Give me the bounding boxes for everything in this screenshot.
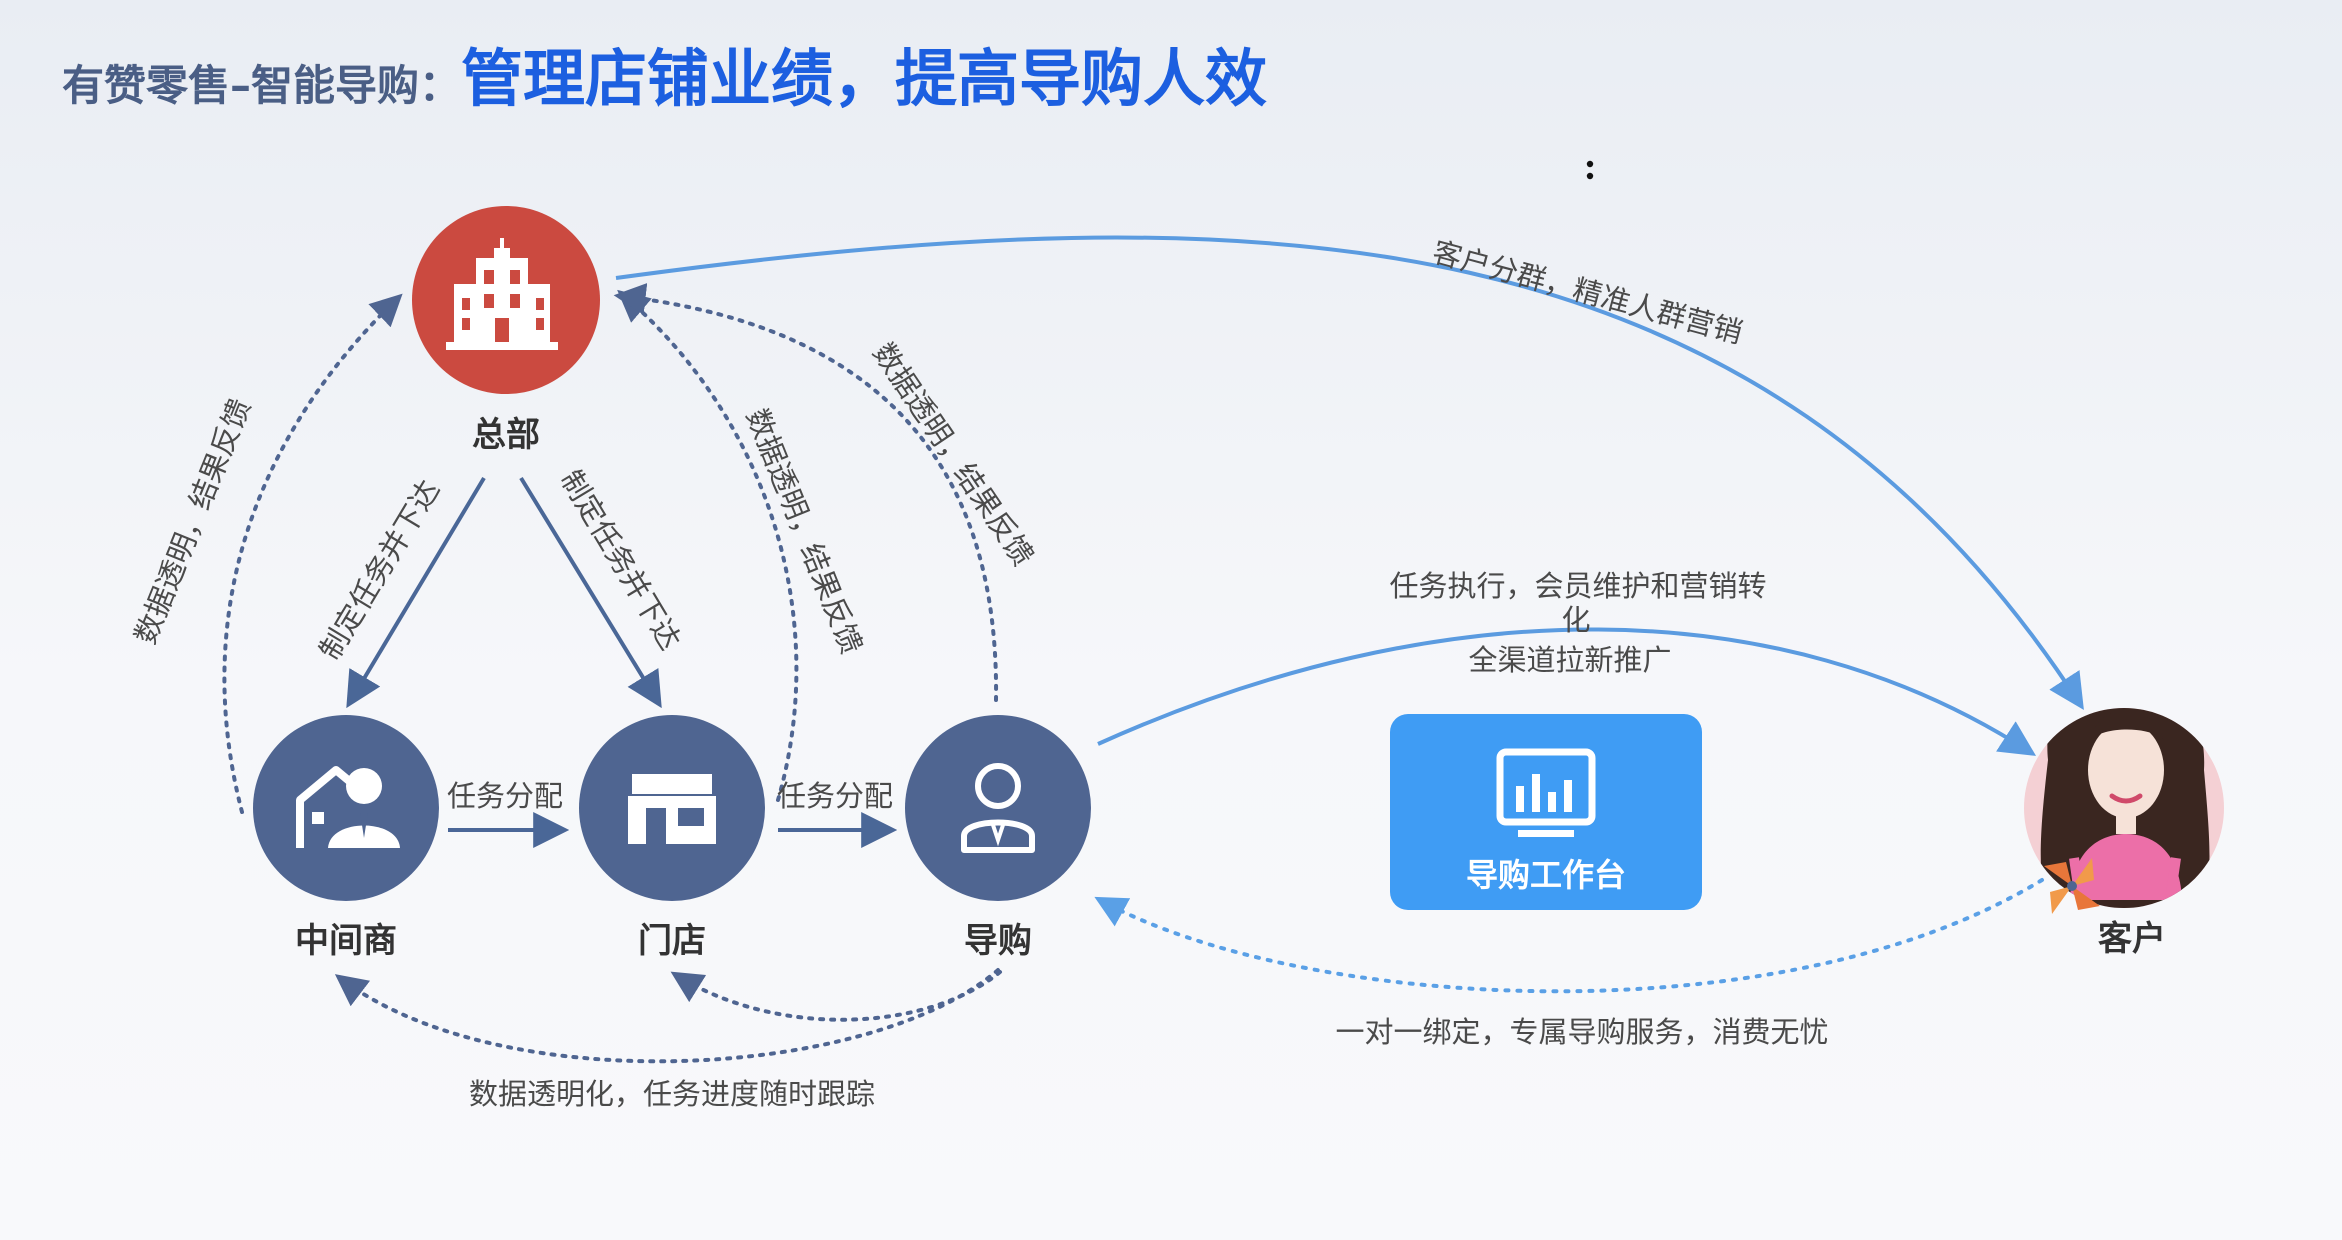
page-title: 有赞零售–智能导购：管理店铺业绩，提高导购人效 [62, 48, 1267, 110]
node-guide: 导购 [905, 715, 1091, 961]
node-hq: 总部 [412, 206, 600, 455]
workbench-label: 导购工作台 [1466, 856, 1626, 894]
customer-avatar [2040, 708, 2210, 908]
node-distributor: 中间商 [253, 715, 439, 961]
house-person-icon [296, 766, 400, 848]
node-hq-label: 总部 [472, 415, 540, 455]
building-icon [446, 238, 558, 350]
edge-guide-to-customer [1097, 627, 2037, 756]
edge-guide-to-hq [613, 283, 999, 702]
node-customer: 客户 [2024, 708, 2224, 959]
node-store: 门店 [579, 715, 765, 961]
label-distributor-to-store: 任务分配 [447, 779, 563, 813]
node-customer-label: 客户 [2098, 919, 2166, 959]
person-icon [961, 763, 1035, 853]
label-store-to-guide: 任务分配 [777, 779, 893, 813]
label-store-to-hq: 数据透明，结果反馈 [740, 404, 869, 659]
edge-hq-to-customer [615, 235, 2084, 711]
workbench-button[interactable]: 导购工作台 [1390, 714, 1702, 910]
edge-hq-to-distributor [346, 476, 486, 709]
node-guide-label: 导购 [964, 921, 1032, 961]
node-store-label: 门店 [638, 921, 706, 961]
label-bottom-feedback: 数据透明化，任务进度随时跟踪 [469, 1077, 875, 1111]
node-distributor-label: 中间商 [295, 921, 397, 961]
colon-mark [1586, 160, 1594, 180]
label-hq-to-store: 制定任务并下达 [554, 464, 688, 656]
label-guide-to-customer-line3: 全渠道拉新推广 [1468, 643, 1671, 677]
pinwheel-icon [2044, 858, 2100, 914]
title-prefix: 有赞零售–智能导购： [62, 61, 462, 110]
label-guide-to-hq: 数据透明，结果反馈 [866, 337, 1040, 572]
label-customer-to-guide: 一对一绑定，专属导购服务，消费无忧 [1335, 1015, 1828, 1049]
edge-distributor-to-hq [222, 293, 403, 814]
storefront-icon [628, 774, 716, 844]
edge-hq-to-store [519, 476, 662, 709]
title-main: 管理店铺业绩，提高导购人效 [461, 42, 1268, 115]
edge-store-to-hq [617, 289, 799, 802]
label-distributor-to-hq: 数据透明，结果反馈 [128, 394, 257, 649]
label-hq-to-customer: 客户分群，精准人群营销 [1429, 235, 1746, 350]
label-guide-to-customer-line1: 任务执行，会员维护和营销转 [1389, 569, 1766, 603]
label-guide-to-customer-line2: 化 [1561, 603, 1590, 637]
monitor-chart-icon [1496, 748, 1596, 837]
edge-bottom-feedback [334, 968, 1002, 1064]
label-hq-to-distributor: 制定任务并下达 [313, 474, 447, 666]
